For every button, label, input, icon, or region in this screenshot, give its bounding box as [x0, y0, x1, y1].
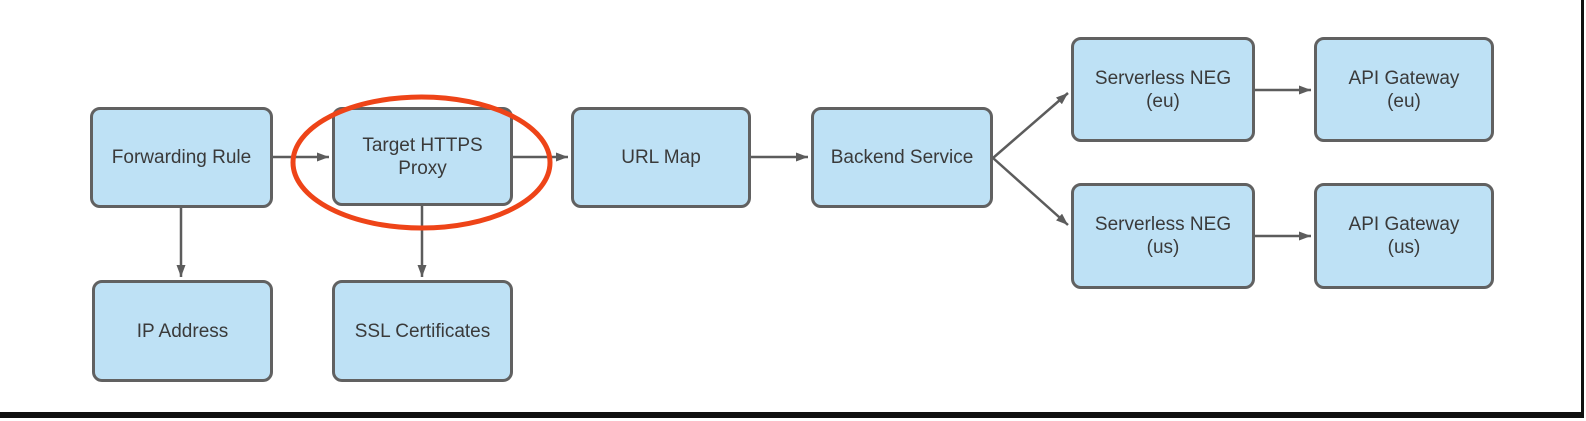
node-api-gateway-eu: API Gateway (eu) — [1314, 37, 1494, 142]
node-api-gateway-us: API Gateway (us) — [1314, 183, 1494, 289]
node-ssl-certificates: SSL Certificates — [332, 280, 513, 382]
edge-backend-service-to-serverless-neg-eu — [992, 92, 1069, 159]
node-label: Forwarding Rule — [111, 147, 252, 168]
node-label: API Gateway (eu) — [1348, 67, 1460, 112]
node-label: Serverless NEG (eu) — [1094, 67, 1232, 112]
node-serverless-neg-us: Serverless NEG (us) — [1071, 183, 1255, 289]
node-url-map: URL Map — [571, 107, 751, 208]
node-serverless-neg-eu: Serverless NEG (eu) — [1071, 37, 1255, 142]
node-target-https-proxy: Target HTTPS Proxy — [332, 107, 513, 206]
edge-backend-service-to-serverless-neg-us — [992, 157, 1069, 226]
node-label: API Gateway (us) — [1348, 214, 1460, 258]
node-label: Serverless NEG (us) — [1094, 214, 1232, 258]
node-label: IP Address — [136, 320, 229, 342]
node-ip-address: IP Address — [92, 280, 273, 382]
node-forwarding-rule: Forwarding Rule — [90, 107, 273, 208]
node-label: Target HTTPS Proxy — [362, 134, 483, 179]
page-bottom-border — [0, 412, 1584, 418]
node-label: Backend Service — [830, 147, 974, 168]
node-label: SSL Certificates — [354, 320, 491, 342]
node-backend-service: Backend Service — [811, 107, 993, 208]
node-label: URL Map — [621, 147, 701, 168]
page-right-border — [1581, 0, 1584, 418]
